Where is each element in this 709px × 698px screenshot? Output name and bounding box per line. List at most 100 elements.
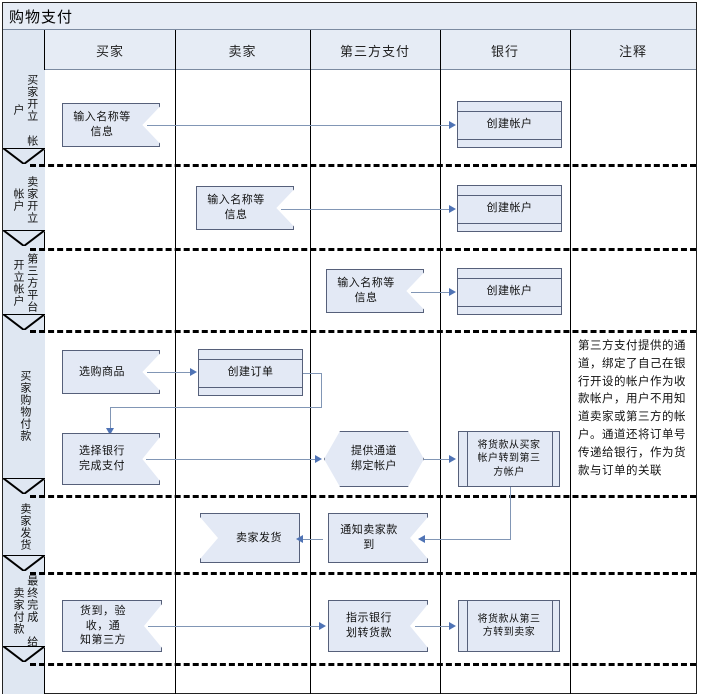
column-header-thirdparty: 第三方支付 — [339, 43, 410, 59]
predef-bar-right — [552, 432, 553, 486]
store-line-bottom — [458, 306, 561, 307]
edge-platform-to-bank-3 — [411, 292, 450, 293]
predef-bar-right — [552, 601, 553, 651]
lane-marker-buyer-pay: 买家购物付款 — [3, 332, 45, 494]
node-label: 输入名称等信息 — [73, 111, 131, 138]
lane-label-1: 买家开立 帐户 — [12, 73, 38, 147]
edge-arrow-3 — [449, 288, 456, 296]
column-separator-2 — [310, 30, 311, 694]
edge-order-back-h — [110, 407, 322, 408]
node-seller-enter-info[interactable]: 输入名称等信息 — [196, 186, 294, 230]
node-bank-transfer-to-seller[interactable]: 将货款从第三 方转到卖家 — [458, 600, 560, 652]
edge-arrow-8 — [418, 535, 425, 543]
lane-label-2: 卖家开立 帐户 — [12, 175, 38, 224]
predef-bar-left — [467, 601, 468, 651]
chevron-down-icon — [3, 230, 45, 246]
lane-marker-seller-open-account: 卖家开立 帐户 — [3, 167, 45, 246]
edge-bank-down-v — [510, 487, 511, 539]
lane-divider-6 — [30, 663, 696, 666]
node-label: 选购商品 — [79, 365, 125, 378]
node-label: 将货款从第三 方转到卖家 — [477, 613, 541, 639]
edge-instruct-to-bank — [415, 626, 450, 627]
edge-goods-to-order — [147, 372, 191, 373]
page-title: 购物支付 — [9, 9, 74, 26]
lane-label-4: 买家购物付款 — [18, 370, 31, 442]
node-buyer-select-goods[interactable]: 选购商品 — [62, 350, 160, 394]
edge-arrow-9 — [296, 535, 303, 543]
lane-marker-seller-ship: 卖家发货 — [3, 497, 45, 571]
chevron-down-icon — [3, 148, 45, 164]
edge-receipt-to-instruct — [148, 626, 320, 627]
node-label: 输入名称等信息 — [337, 277, 395, 304]
column-separator-1 — [175, 30, 176, 694]
lane-marker-final-pay: 最终完成 给卖家付款 — [3, 574, 45, 662]
edge-pay-to-channel — [146, 459, 316, 460]
chevron-down-icon — [3, 478, 45, 494]
edge-channel-to-bank — [424, 459, 450, 460]
column-header-buyer: 买家 — [95, 43, 124, 59]
edge-arrow-4 — [190, 368, 197, 376]
node-label: 输入名称等信息 — [207, 194, 265, 221]
column-header-seller: 卖家 — [228, 43, 257, 59]
node-platform-provide-channel[interactable]: 提供通道 绑定帐户 — [324, 431, 424, 487]
edge-order-out-h — [303, 373, 322, 374]
edge-arrow-2 — [449, 205, 456, 213]
lane-marker-buyer-open-account: 买家开立 帐户 — [3, 70, 45, 164]
column-separator-3 — [440, 30, 441, 694]
lane-divider-3 — [30, 330, 696, 333]
edge-arrow-6 — [315, 455, 322, 463]
lane-divider-4 — [30, 495, 696, 498]
node-label: 提供通道 绑定帐户 — [351, 445, 397, 472]
node-label: 创建订单 — [227, 366, 274, 379]
node-bank-create-account-1[interactable]: 创建帐户 — [457, 101, 562, 148]
store-line-bottom — [458, 139, 561, 140]
chevron-down-icon — [3, 646, 45, 662]
store-line-top — [199, 359, 302, 360]
lane-divider-2 — [30, 248, 696, 251]
column-header-note: 注释 — [618, 43, 647, 59]
edge-seller-to-bank-2 — [281, 209, 450, 210]
chevron-down-icon — [3, 555, 45, 571]
node-bank-create-account-3[interactable]: 创建帐户 — [457, 268, 562, 315]
store-line-top — [458, 111, 561, 112]
edge-arrow-1 — [449, 121, 456, 129]
column-header-bank: 银行 — [490, 43, 519, 59]
predef-bar-left — [467, 432, 468, 486]
node-label: 创建帐户 — [486, 285, 533, 298]
edge-arrow-11 — [449, 622, 456, 630]
edge-order-down-v — [110, 407, 111, 429]
diagram-title-bar: 购物支付 — [3, 3, 696, 30]
lane-label-6: 最终完成 给卖家付款 — [12, 574, 38, 648]
store-line-top — [458, 278, 561, 279]
edge-buyer-to-bank-1 — [147, 125, 450, 126]
store-line-top — [458, 195, 561, 196]
edge-arrow-10 — [319, 622, 326, 630]
lane-divider-5 — [30, 572, 696, 575]
column-separator-4 — [570, 30, 571, 694]
lane-label-5: 卖家发货 — [18, 503, 31, 551]
note-text: 第三方支付提供的通道，绑定了自己在银行开设的帐户作为收款帐户，用户不用知道卖家或… — [578, 340, 686, 477]
node-label: 创建帐户 — [486, 118, 533, 131]
node-label: 选择银行 完成支付 — [79, 445, 125, 472]
edge-order-out-v — [321, 373, 322, 407]
lane-marker-platform-open-account: 第三方平台 开立帐户 — [3, 249, 45, 330]
edge-notify-to-ship — [301, 539, 323, 540]
node-label: 卖家发货 — [236, 531, 282, 544]
store-line-bottom — [458, 223, 561, 224]
node-label: 指示银行 划转货款 — [346, 612, 392, 639]
lane-label-3: 第三方平台 开立帐户 — [12, 252, 38, 313]
node-bank-create-account-2[interactable]: 创建帐户 — [457, 185, 562, 232]
node-label: 通知卖家款到 — [340, 524, 398, 551]
node-label: 创建帐户 — [486, 202, 533, 215]
node-seller-create-order[interactable]: 创建订单 — [198, 349, 303, 396]
chevron-down-icon — [3, 314, 45, 330]
node-bank-transfer-to-thirdparty[interactable]: 将货款从买家 帐户转到第三 方帐户 — [458, 431, 560, 487]
lane-divider-1 — [30, 164, 696, 167]
edge-arrow-7 — [449, 455, 456, 463]
node-label: 将货款从买家 帐户转到第三 方帐户 — [477, 439, 541, 478]
edge-arrow-5 — [106, 428, 114, 435]
edge-bank-to-notify-h — [424, 539, 511, 540]
column-header-row: 买家 卖家 第三方支付 银行 注释 — [45, 30, 696, 70]
store-line-bottom — [199, 387, 302, 388]
